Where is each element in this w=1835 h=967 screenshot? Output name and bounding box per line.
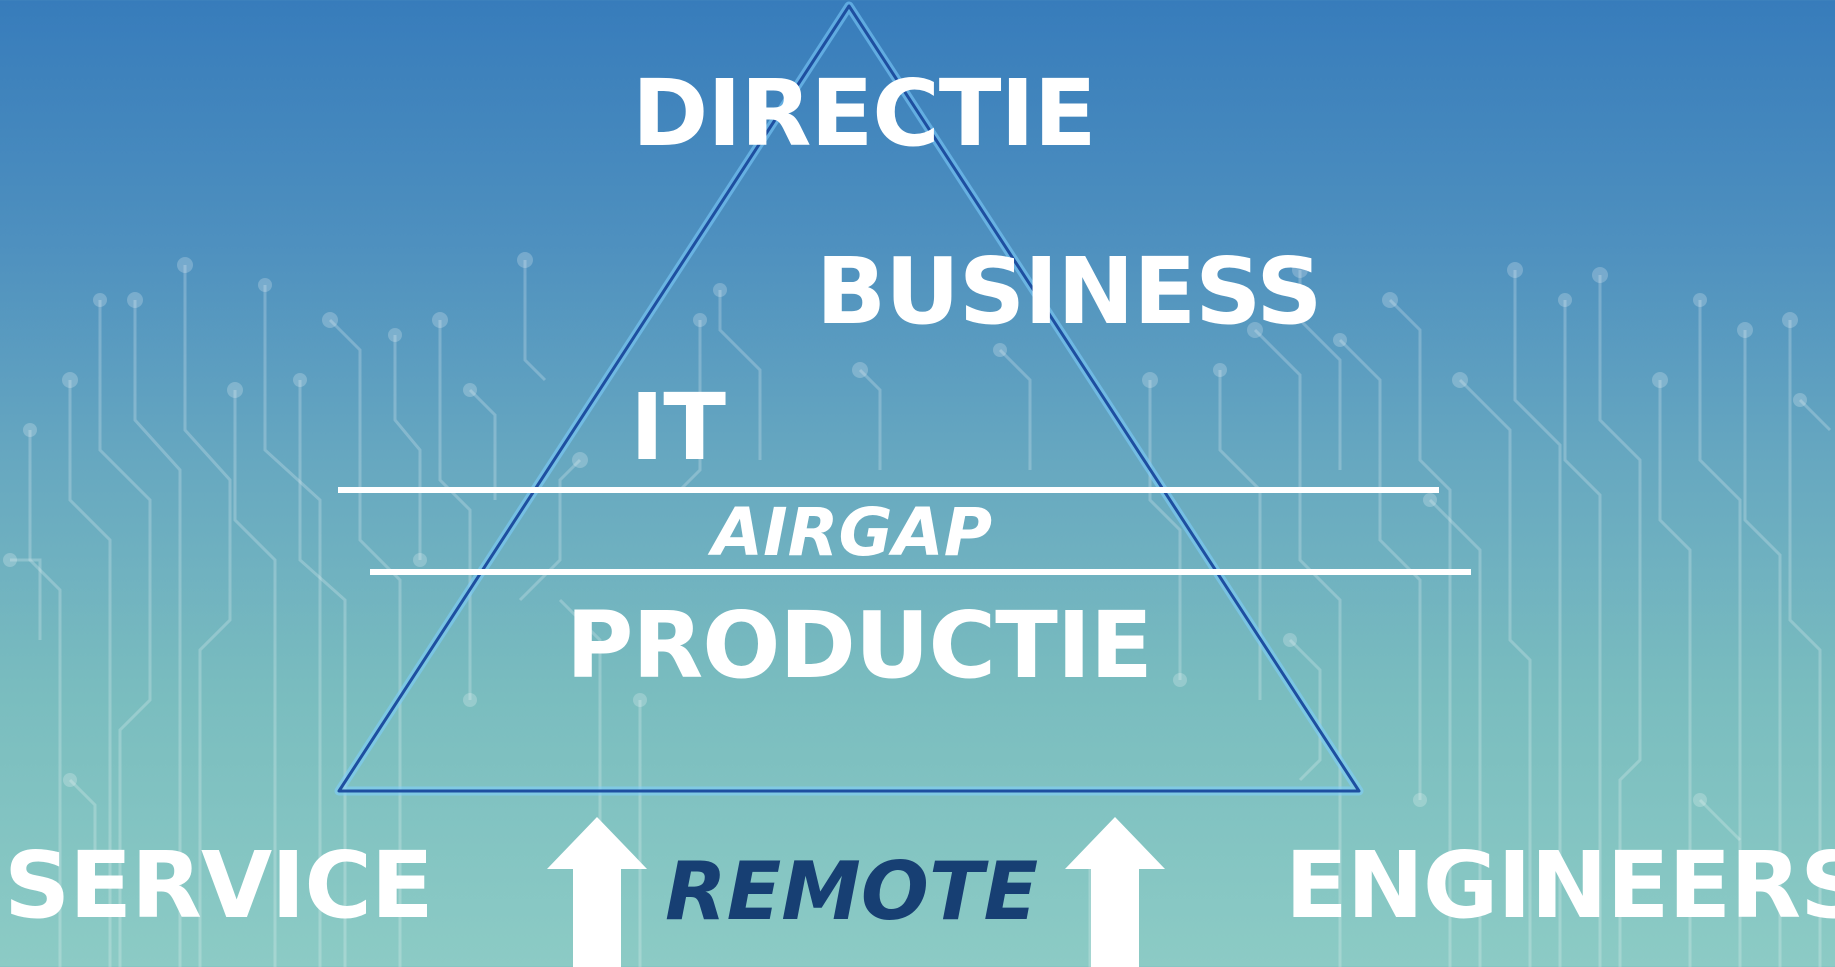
label-remote: REMOTE bbox=[665, 845, 1039, 938]
level-business: BUSINESS bbox=[816, 238, 1323, 345]
level-it: IT bbox=[630, 374, 726, 481]
level-productie: PRODUCTIE bbox=[566, 592, 1153, 699]
up-arrow-icon bbox=[1065, 817, 1165, 967]
level-directie: DIRECTIE bbox=[632, 60, 1097, 167]
level-airgap: AIRGAP bbox=[712, 494, 993, 571]
label-service: SERVICE bbox=[4, 832, 434, 939]
up-arrow-icon bbox=[547, 817, 647, 967]
label-engineers: ENGINEERS bbox=[1285, 832, 1835, 939]
